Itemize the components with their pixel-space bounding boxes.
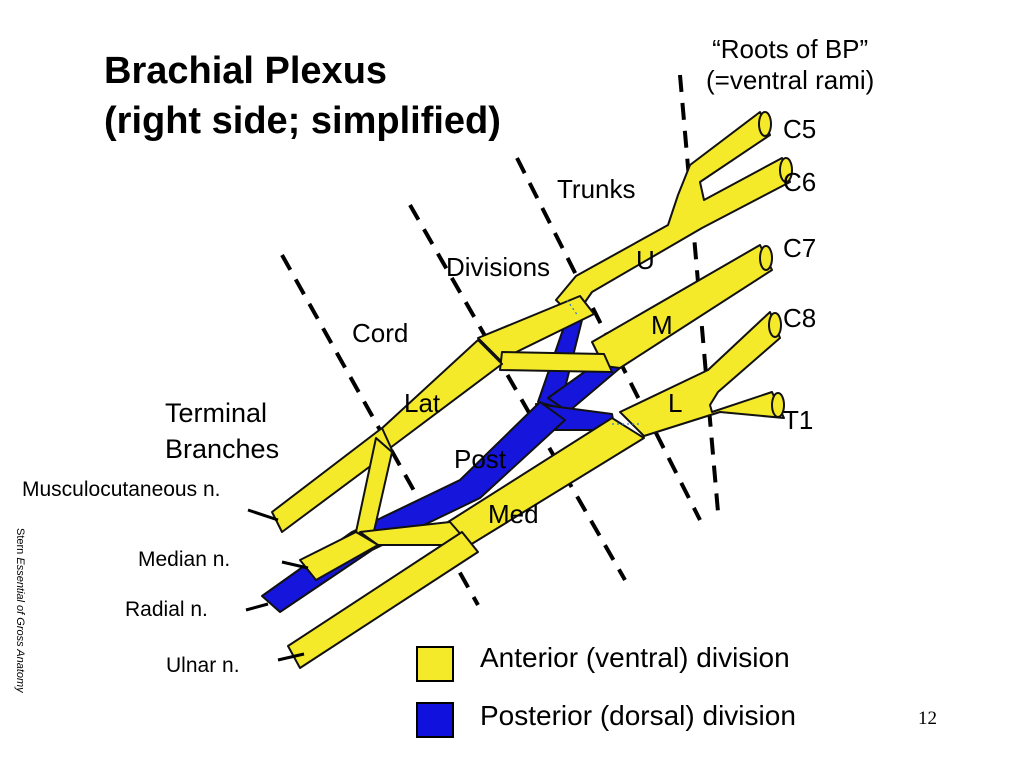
leader-ulnar <box>277 652 305 662</box>
musculocutaneous-nerve <box>271 427 393 533</box>
region-label-terminal-branches: Terminal Branches <box>165 395 279 467</box>
terminal-line-2: Branches <box>165 434 280 464</box>
root-label-c6: C6 <box>783 167 817 197</box>
boundary-divisions-cord <box>408 204 627 581</box>
page-title: Brachial Plexus (right side; simplified) <box>104 46 501 146</box>
legend-label-posterior: Posterior (dorsal) division <box>480 700 796 731</box>
trunk-label-upper: U <box>636 245 655 275</box>
source-credit: Stern Essential of Gross Anatomy <box>14 528 26 693</box>
roots-note: “Roots of BP” (=ventral rami) <box>706 34 874 96</box>
boundary-roots-trunks <box>678 74 720 513</box>
root-label-c8: C8 <box>783 303 817 333</box>
nerve-label-radial: Radial n. <box>125 598 208 621</box>
nerve-label-musculocutaneous: Musculocutaneous n. <box>22 478 221 501</box>
trunk-label-lower: L <box>668 388 683 418</box>
junction-upper <box>566 299 579 317</box>
cord-label-medial: Med <box>488 499 539 529</box>
root-label-t1: T1 <box>783 405 814 435</box>
region-label-cord: Cord <box>352 318 409 348</box>
nerve-label-ulnar: Ulnar n. <box>166 654 240 677</box>
legend-swatch-posterior <box>416 702 454 738</box>
cord-label-lateral: Lat <box>404 388 441 418</box>
root-c5-end <box>758 111 772 137</box>
credit-prefix: Stern <box>14 528 26 558</box>
trunk-label-middle: M <box>651 310 673 340</box>
cord-label-posterior: Post <box>454 444 507 474</box>
median-nerve <box>299 531 379 581</box>
root-c7-end <box>759 245 773 271</box>
upper-trunk <box>555 111 791 319</box>
root-label-c5: C5 <box>783 114 817 144</box>
title-line-1: Brachial Plexus <box>104 50 388 92</box>
legend-swatch-anterior <box>416 646 454 682</box>
region-label-divisions: Divisions <box>446 252 551 282</box>
leader-median <box>281 560 309 570</box>
ulnar-nerve <box>287 531 479 669</box>
lateral-cord <box>477 295 595 361</box>
root-c8-end <box>768 312 782 338</box>
lower-trunk <box>619 311 785 437</box>
page-number: 12 <box>918 708 937 729</box>
root-t1-end <box>771 392 785 418</box>
root-c6-end <box>779 157 793 183</box>
terminal-line-1: Terminal <box>165 398 268 428</box>
lateral-trunk-to-branch <box>379 339 503 449</box>
nerve-label-median: Median n. <box>138 548 231 571</box>
leader-radial <box>245 602 269 612</box>
lateral-division-middle <box>499 351 613 373</box>
root-label-c7: C7 <box>783 233 817 263</box>
credit-title: Essential of Gross Anatomy <box>14 557 26 693</box>
roots-note-line-1: “Roots of BP” <box>712 34 869 64</box>
region-label-trunks: Trunks <box>557 174 636 204</box>
leader-musculocutaneous <box>247 508 279 522</box>
roots-note-line-2: (=ventral rami) <box>706 65 875 95</box>
title-line-2: (right side; simplified) <box>104 100 501 142</box>
legend-label-anterior: Anterior (ventral) division <box>480 642 790 673</box>
